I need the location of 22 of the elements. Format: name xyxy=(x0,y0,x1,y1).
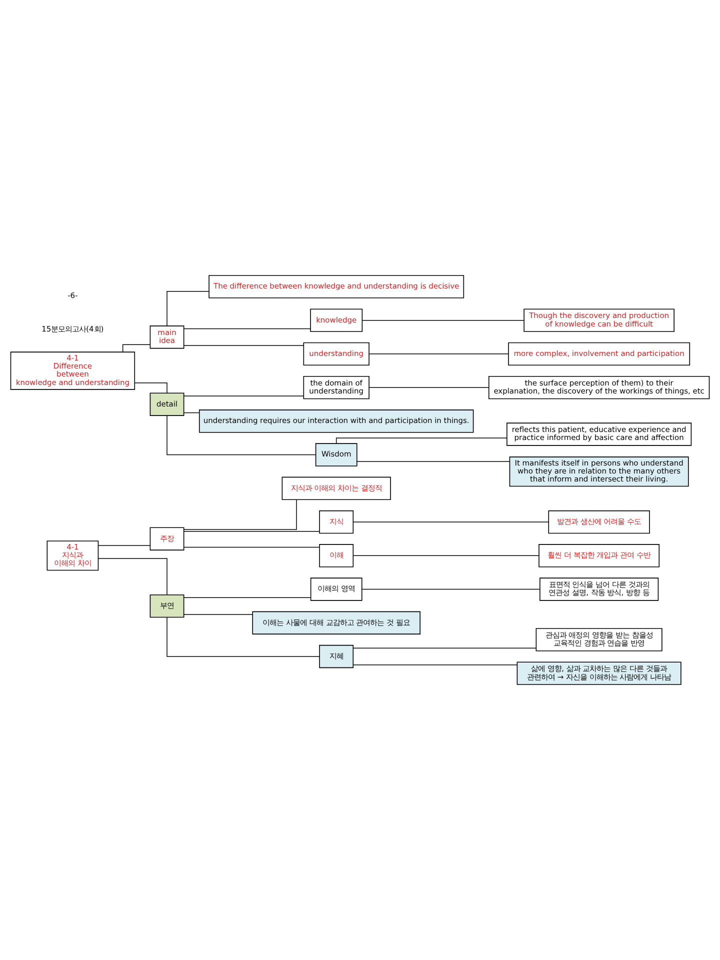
connector xyxy=(98,558,168,596)
connector xyxy=(336,438,508,444)
connector xyxy=(183,530,320,532)
connector xyxy=(362,588,540,590)
connector xyxy=(183,328,311,330)
connector xyxy=(352,555,540,556)
connector xyxy=(134,382,168,394)
connector xyxy=(352,664,518,666)
connector xyxy=(368,387,489,388)
connector xyxy=(183,345,304,346)
connector xyxy=(183,412,200,414)
connector xyxy=(184,499,297,530)
connector xyxy=(356,461,510,462)
connector xyxy=(183,614,253,615)
connector xyxy=(166,415,316,456)
connector xyxy=(122,344,150,352)
connector xyxy=(98,545,151,546)
connector xyxy=(183,546,320,548)
connector xyxy=(183,597,312,598)
connector xyxy=(362,320,524,321)
connector xyxy=(166,291,210,326)
connector xyxy=(166,617,320,657)
